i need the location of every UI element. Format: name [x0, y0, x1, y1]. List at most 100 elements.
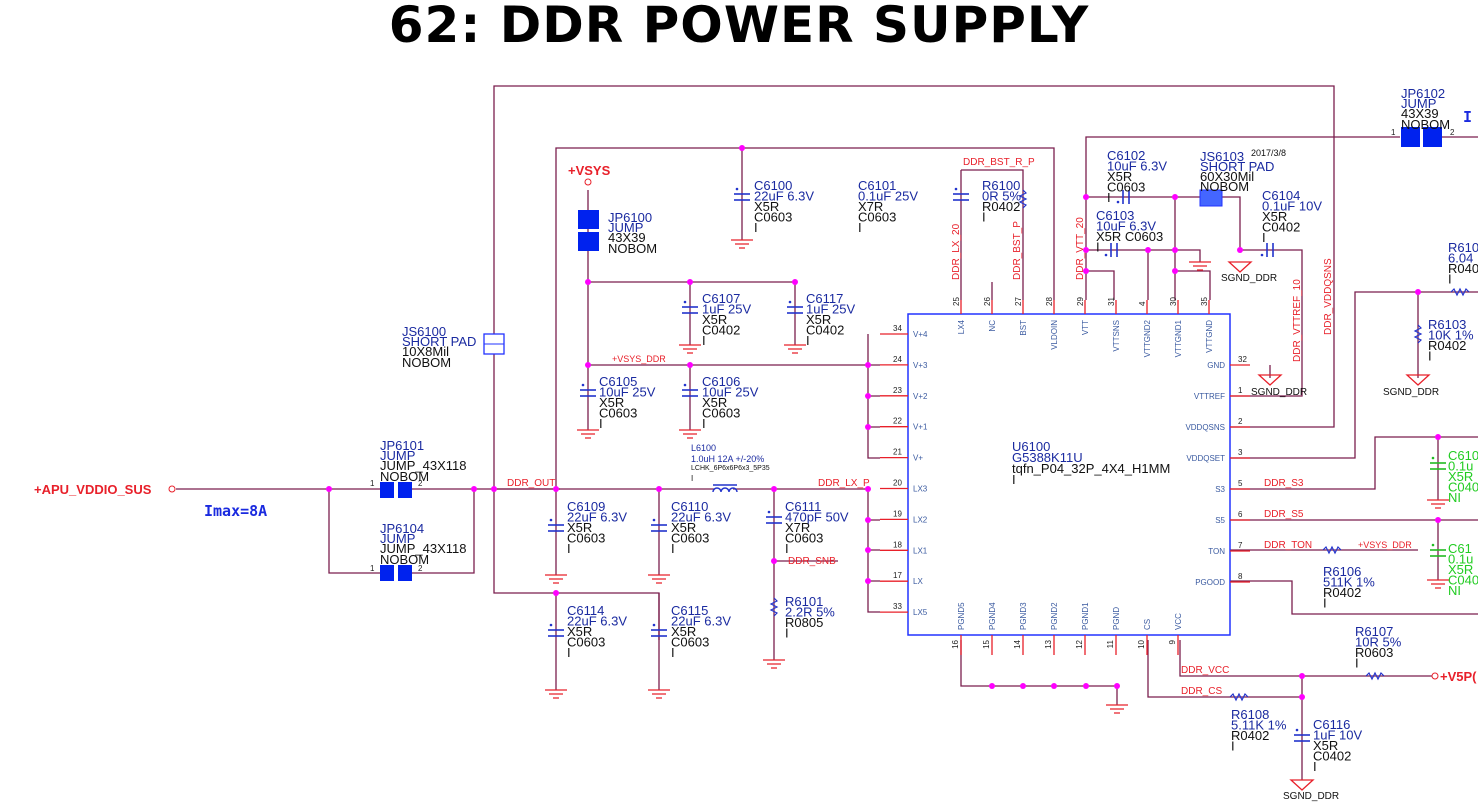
ic-pin-number: 6	[1238, 510, 1243, 519]
page-title: 62: DDR POWER SUPPLY	[388, 0, 1090, 54]
ic-pin-number: 11	[1106, 639, 1115, 648]
ic-pin-number: 33	[893, 602, 902, 611]
c6116-dielectric: X5R	[1313, 738, 1338, 753]
c610x_g1-mark: NI	[1448, 490, 1461, 505]
c6110-value: 22uF 6.3V	[671, 510, 731, 525]
junction-dot	[1083, 194, 1089, 200]
jumper-pad	[398, 565, 412, 581]
date-note: 2017/3/8	[1251, 148, 1286, 158]
ic-pin-number: 14	[1013, 639, 1022, 648]
jp6101-type: JUMP	[380, 448, 415, 463]
ic-pin-name: VTTGND	[1205, 320, 1214, 353]
ic-pin-name: V+4	[913, 330, 928, 339]
ic-pin-name: PGND1	[1081, 602, 1090, 630]
net-ddr-bst-p: DDR_BST_P	[1012, 221, 1023, 280]
capacitor-icon	[787, 300, 803, 314]
js6103-bom: NOBOM	[1200, 179, 1249, 194]
ic-pin-name: V+1	[913, 423, 928, 432]
ic-mark: I	[1012, 472, 1016, 487]
r6100-package: R0402	[982, 199, 1020, 214]
jp6101-ref: JP6101	[380, 438, 424, 453]
junction-dot	[865, 393, 871, 399]
resistor-icon	[1018, 189, 1028, 209]
ic-pin-name: PGND	[1112, 607, 1121, 630]
ic-pin-number: 7	[1238, 541, 1243, 550]
ic-pin-number: 25	[952, 297, 961, 306]
jp6102-bom: NOBOM	[1401, 117, 1450, 132]
c6109-mark: I	[567, 541, 571, 556]
ic-pin-number: 9	[1168, 639, 1177, 644]
ground-icon	[1427, 579, 1449, 589]
sgnd-icon	[1405, 374, 1431, 386]
ground-icon	[679, 344, 701, 354]
ic-pin-name: VTTREF	[1194, 392, 1225, 401]
c6104-value: 0.1uF 10V	[1262, 199, 1322, 214]
ic-pin-name: GND	[1207, 361, 1225, 370]
ic-pin-name: S5	[1215, 516, 1225, 525]
capacitor-icon	[1294, 728, 1310, 742]
jumper-pad	[380, 565, 394, 581]
c6111-mark: I	[785, 541, 789, 556]
r6103-package: R0402	[1428, 338, 1466, 353]
junction-dot	[865, 547, 871, 553]
net-ddr-ton: DDR_TON	[1264, 540, 1312, 551]
r6107-package: R0603	[1355, 645, 1393, 660]
ground-icon	[679, 429, 701, 439]
ic-pin-number: 8	[1238, 572, 1243, 581]
r610x-ref: R610	[1448, 240, 1478, 255]
ic-pin-number: 4	[1138, 301, 1147, 306]
r6103-ref: R6103	[1428, 317, 1466, 332]
c610x_g1-package: C040	[1448, 480, 1478, 495]
c611x_g2-ref: C61	[1448, 541, 1472, 556]
c6100-package: C0603	[754, 210, 792, 225]
c6117-package: C0402	[806, 323, 844, 338]
ic-u6100-pins: 34V+424V+323V+222V+121V+20LX319LX218LX11…	[880, 297, 1250, 655]
net-ddr-lx-p: DDR_LX_P	[818, 478, 870, 489]
c6110-mark: I	[671, 541, 675, 556]
js6100-size: 10X8Mil	[402, 344, 449, 359]
capacitor-icon	[1430, 456, 1446, 470]
ic-pin-number: 19	[893, 509, 902, 518]
junction-dot	[989, 683, 995, 689]
ic-pin-number: 2	[1238, 417, 1243, 426]
ic-pin-name: VTTGND2	[1143, 319, 1152, 357]
r6101-value: 2.2R 5%	[785, 605, 835, 620]
current-note: Imax=8A	[204, 502, 267, 520]
c6107-package: C0402	[702, 323, 740, 338]
c6109-package: C0603	[567, 531, 605, 546]
r6106-mark: I	[1323, 596, 1327, 611]
l6100-package: LCHK_6P6x6P6x3_5P35	[691, 465, 770, 472]
junction-dot	[553, 590, 559, 596]
c6105-ref: C6105	[599, 374, 637, 389]
ic-pin-number: 30	[1169, 297, 1178, 306]
junction-dot	[865, 362, 871, 368]
c6106-mark: I	[702, 416, 706, 431]
c6117-dielectric: X5R	[806, 312, 831, 327]
jumper-pad	[1401, 127, 1420, 147]
c610x_g1-value: 0.1u	[1448, 459, 1473, 474]
sgnd-label-1: SGND_DDR	[1221, 273, 1277, 284]
ic-pin-name: CS	[1143, 619, 1152, 630]
capacitor-icon	[580, 383, 596, 397]
junction-dot	[585, 279, 591, 285]
junction-dot	[1172, 247, 1178, 253]
r6100-mark: I	[982, 210, 986, 225]
c6106-value: 10uF 25V	[702, 385, 759, 400]
power-port-v5p: +V5P(	[1440, 669, 1477, 684]
pin-number: 1	[370, 479, 375, 488]
ground-icon	[577, 429, 599, 439]
c6105-dielectric: X5R	[599, 395, 624, 410]
ic-pin-number: 20	[893, 479, 902, 488]
ground-icon	[731, 239, 753, 249]
c6103-mark: I	[1096, 240, 1100, 255]
ic-pin-name: VCC	[1174, 613, 1183, 630]
